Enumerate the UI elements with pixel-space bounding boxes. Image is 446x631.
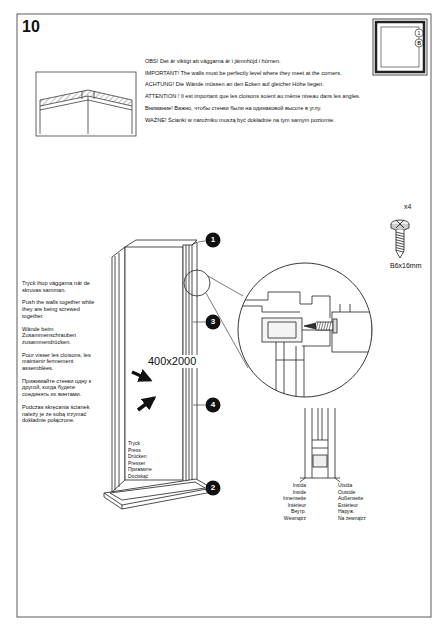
label: Wewnątrz [270,515,306,521]
press-arrow [132,372,154,410]
label: Drücken [128,453,162,459]
label: Extérieur [338,502,378,508]
corner-detail [36,72,136,136]
note: Прижимайте стенки одну к другой, когда б… [22,378,96,398]
zoom-detail [238,263,372,400]
dimension: 400x2000 [148,355,224,368]
label: Outside [338,489,378,495]
label: Dociskąć [128,473,162,479]
page-number: 10 [22,17,52,36]
callout-number: B [415,40,423,46]
note: Wände beim Zusammenschrauben zusammendrü… [22,326,96,346]
label: Na zewnątrz [338,515,378,521]
label: Innenseite [270,495,306,501]
label: Presser [128,460,162,466]
note: Podczas skręcania ścianek należy je ze s… [22,404,96,424]
callout-number: 3 [206,315,220,329]
callout-number: 4 [206,398,220,412]
label: Внутр. [270,508,306,514]
label: Tryck [128,440,162,446]
quantity: x4 [404,203,424,211]
wall-assembly [104,240,248,509]
label: Intérieur [270,502,306,508]
screw-icon [391,220,409,258]
location-inset [373,19,427,75]
note: WAŻNE! Ścianki w narożniku muszą być dok… [145,117,367,124]
label: Außenseite [338,495,378,501]
note: Push the walls together while they are b… [22,299,96,319]
note: ACHTUNG! Die Wände müssen an den Ecken a… [145,81,367,88]
note: Внимание! Важно, чтобы стенки были на од… [145,105,367,112]
callout-number: 2 [206,481,220,495]
label: Наруж. [338,508,378,514]
note: Tryck ihop väggarna när de skruvas samma… [22,280,96,293]
callout-number: 1 [206,233,220,247]
label: Прижмите [128,466,162,472]
label: Press [128,447,162,453]
label: Inside [270,489,306,495]
callout-number: 1 [415,30,423,36]
note: OBS! Det är viktigt att väggarna är i jä… [145,58,367,65]
page-frame [17,14,431,617]
part-name: B6x16mm [390,262,430,270]
label: Utsida [338,482,378,488]
label: Insida [270,482,306,488]
profile-detail [300,408,340,482]
note: IMPORTANT! The walls must be perfectly l… [145,70,367,77]
note: Pour visser les cloisons, les maintenir … [22,352,96,372]
note: ATTENTION ! Il est important que les clo… [145,93,367,100]
